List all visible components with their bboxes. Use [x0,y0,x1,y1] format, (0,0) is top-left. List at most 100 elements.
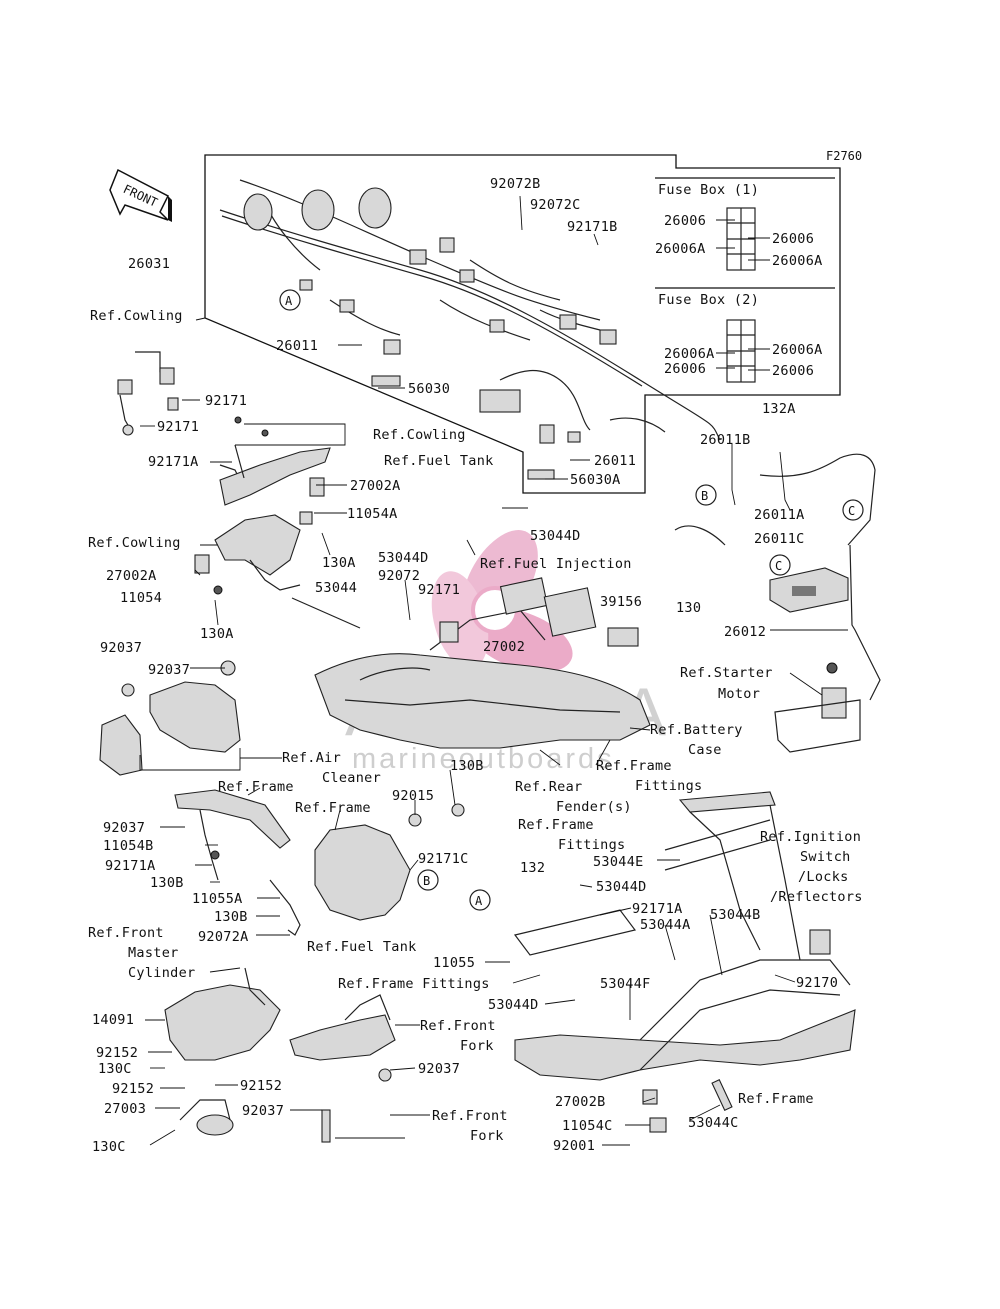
part-label: 92015 [392,788,434,804]
part-label: 11054C [562,1118,613,1134]
part-label: 92171B [567,219,618,235]
battery-icon [769,567,849,613]
fuse-box-2-title: Fuse Box (2) [658,292,759,308]
part-label: 130 [676,600,701,616]
callout-c-text: C [775,559,782,573]
part-label: Cleaner [322,770,381,786]
part-label: Ref.Frame [295,800,371,816]
fuse-box-1-label: 26006A [655,241,706,257]
part-label: Ref.Frame [596,758,672,774]
part-label: 27003 [104,1101,146,1117]
part-label: 92171 [157,419,199,435]
part-label: Case [688,742,722,758]
part-label: 53044A [640,917,691,933]
fuse-box-1-label: 26006A [772,253,823,269]
part-label: Ref.Frame [218,779,294,795]
part-label: Fork [470,1128,504,1144]
fuse-box-2-label: 26006A [664,346,715,362]
harness-outline-frame [204,154,841,494]
part-label: 11054A [347,506,398,522]
part-label: 26031 [128,256,170,272]
part-label: Ref.Frame Fittings [338,976,490,992]
part-label: Ref.Cowling [88,535,181,551]
part-label: 26012 [724,624,766,640]
part-label: Ref.Frame [738,1091,814,1107]
part-label: 14091 [92,1012,134,1028]
part-label: 53044D [596,879,647,895]
part-label: 92171A [632,901,683,917]
part-label: 53044B [710,907,761,923]
part-label: 26011C [754,531,805,547]
part-label: 11055A [192,891,243,907]
part-label: 92037 [103,820,145,836]
part-label: 130B [150,875,184,891]
part-label: 130A [322,555,356,571]
part-label: Ref.Rear [515,779,582,795]
part-label: 92037 [148,662,190,678]
part-label: 27002 [483,639,525,655]
part-label: 92072B [490,176,541,192]
part-label: 92072A [198,929,249,945]
meter-stay [194,514,361,629]
part-label: 11055 [433,955,475,971]
part-label: 130C [92,1139,126,1155]
part-label: Ref.Frame [518,817,594,833]
part-label: 56030 [408,381,450,397]
part-label: Cylinder [128,965,195,981]
part-label: 53044F [600,976,651,992]
part-label: 27002B [555,1094,606,1110]
leader-lines [139,195,848,1146]
part-label: 27002A [106,568,157,584]
part-label: 92171C [418,851,469,867]
part-label: 132 [520,860,545,876]
upper-cowling-stay [219,444,331,525]
sub-frame-left [174,789,301,936]
part-label: Ref.Front [432,1108,508,1124]
part-label: Ref.Front [88,925,164,941]
part-label: Ref.Battery [650,722,743,738]
air-cleaner-cover [99,660,241,776]
part-label: 53044C [688,1115,739,1131]
front-cowl-bracket [164,967,396,1143]
part-label: 53044D [530,528,581,544]
part-label: 53044 [315,580,357,596]
part-label: 53044E [593,854,644,870]
fuse-box-1-label: 26006 [772,231,814,247]
fuse-box-1-label: 26006 [664,213,706,229]
part-label: 130C [98,1061,132,1077]
part-label: Ref.Starter [680,665,773,681]
part-label: 92037 [418,1061,460,1077]
part-label: Ref.Fuel Injection [480,556,632,572]
part-label: Fittings [635,778,702,794]
callout-a-2: A [469,889,491,911]
part-label: Fork [460,1038,494,1054]
fuse-box-1-icon [716,207,770,271]
part-label: Master [128,945,179,961]
callout-b-1: B [695,484,717,506]
part-label: Ref.Front [420,1018,496,1034]
part-label: 53044D [488,997,539,1013]
part-label: Fittings [558,837,625,853]
main-wiring-harness [219,179,721,480]
callout-b-text: B [701,489,708,503]
part-label: Ref.Fuel Tank [307,939,417,955]
callout-b-2: B [417,869,439,891]
part-label: Switch [800,849,851,865]
part-label: Ref.Cowling [373,427,466,443]
part-label: 92152 [112,1081,154,1097]
bracket-group-upper-left [117,351,269,481]
part-label: /Locks [798,869,849,885]
propeller-logo-icon [431,530,573,673]
callout-a-text: A [475,894,483,908]
part-label: 11054B [103,838,154,854]
part-label: 92171 [205,393,247,409]
front-arrow-icon: FRONT [109,168,172,222]
part-label: Motor [718,686,760,702]
part-label: Ref.Ignition [760,829,861,845]
part-label: 92037 [100,640,142,656]
part-label: 132A [762,401,796,417]
part-label: Ref.Fuel Tank [384,453,494,469]
callout-b-text: B [423,874,430,888]
part-label: 26011B [700,432,751,448]
part-label: 92152 [240,1078,282,1094]
